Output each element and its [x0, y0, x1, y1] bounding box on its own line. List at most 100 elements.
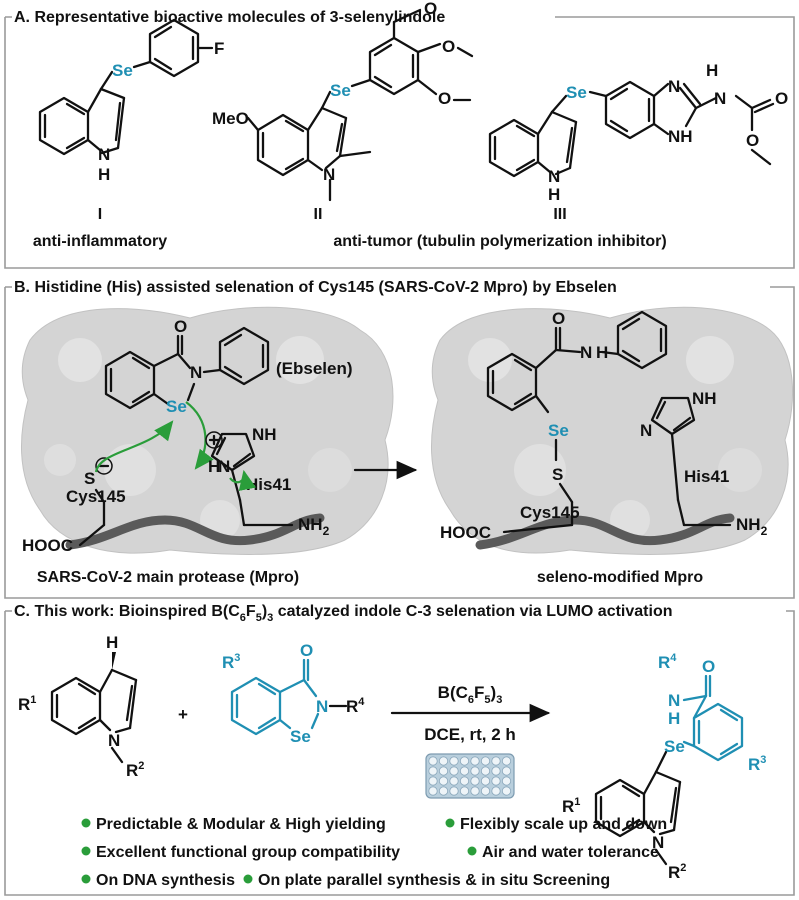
product-structure: Se O N H R4 R3 N R1 R2 — [562, 652, 766, 882]
plate-well — [491, 756, 501, 766]
atom-n: N — [108, 731, 120, 750]
r1-label: R1 — [18, 694, 36, 714]
well-plate-icon — [425, 753, 515, 799]
atom-o: O — [174, 317, 187, 336]
plate-well — [480, 756, 491, 766]
plate-well — [449, 776, 459, 786]
plate-well — [480, 766, 491, 776]
atom-n: N — [668, 691, 680, 710]
bullet-item: On DNA synthesis — [96, 872, 235, 889]
atom-o: O — [442, 37, 455, 56]
bullet-dot — [81, 846, 91, 856]
compound-iii-structure: Se N NH H N O O N H — [488, 61, 788, 204]
atom-n: N — [323, 165, 335, 184]
plate-well — [449, 766, 459, 776]
r2-label: R2 — [126, 760, 144, 780]
bullet-dot — [243, 874, 253, 884]
indole-substrate: H N R1 R2 — [18, 633, 144, 780]
atom-nh: NH — [692, 389, 717, 408]
plate-well — [491, 776, 501, 786]
r4-label: R4 — [658, 652, 677, 672]
atom-n: N — [668, 77, 680, 96]
hooc-label: HOOC — [22, 536, 73, 555]
plate-well — [428, 766, 438, 776]
plus-sign: + — [178, 705, 188, 724]
atom-h: H — [106, 633, 118, 652]
compound-ii-iii-activity: anti-tumor (tubulin polymerization inhib… — [333, 233, 666, 250]
bullet-dot — [81, 818, 91, 828]
bullet-item: Excellent functional group compatibility — [96, 844, 400, 861]
plate-well — [491, 766, 501, 776]
ebselen-structure-left: O N Se (Ebselen) S Cys145 H N NH — [22, 317, 353, 555]
atom-n: N — [580, 343, 592, 362]
atom-se: Se — [566, 83, 587, 102]
hooc-label: HOOC — [440, 523, 491, 542]
plate-well — [491, 786, 501, 796]
atom-n: N — [218, 457, 230, 476]
atom-f: F — [214, 39, 224, 58]
plate-well — [501, 766, 512, 776]
nh2-label: NH2 — [298, 515, 330, 538]
atom-o: O — [775, 89, 788, 108]
plate-well — [459, 766, 470, 776]
atom-h: H — [668, 709, 680, 728]
r3-label: R3 — [222, 652, 240, 672]
plate-well — [438, 786, 449, 796]
plate-well — [501, 776, 512, 786]
atom-n: N — [316, 697, 328, 716]
compound-i-label: I — [98, 206, 102, 223]
atom-se: Se — [548, 421, 569, 440]
section-a-panel: A. Representative bioactive molecules of… — [4, 0, 795, 269]
atom-se: Se — [112, 61, 133, 80]
atom-nh: H — [208, 457, 220, 476]
right-caption: seleno-modified Mpro — [537, 569, 703, 586]
atom-s: S — [552, 465, 563, 484]
r2-label: R2 — [668, 862, 686, 882]
plate-well — [438, 756, 449, 766]
atom-o: O — [702, 657, 715, 676]
nh2-label: NH2 — [736, 515, 768, 538]
plate-well — [459, 776, 470, 786]
bullet-item: On plate parallel synthesis & in situ Sc… — [258, 872, 610, 889]
atom-h: H — [548, 185, 560, 204]
compound-i-activity: anti-inflammatory — [33, 233, 167, 250]
bullet-dot — [81, 874, 91, 884]
plate-well — [449, 786, 459, 796]
atom-meo: MeO — [212, 109, 249, 128]
bullet-item: Air and water tolerance — [482, 844, 659, 861]
r3-label: R3 — [748, 754, 766, 774]
plate-well — [428, 786, 438, 796]
compound-i-structure: Se F N H — [38, 18, 224, 184]
ebselen-label: (Ebselen) — [276, 359, 353, 378]
plate-well — [428, 756, 438, 766]
atom-se: Se — [664, 737, 685, 756]
atom-o: O — [300, 641, 313, 660]
his-label: His41 — [684, 467, 729, 486]
atom-o: O — [424, 0, 437, 18]
plate-well — [459, 756, 470, 766]
his-label: His41 — [246, 475, 291, 494]
plate-well — [459, 786, 470, 796]
atom-h: H — [706, 61, 718, 80]
section-c-panel: C. This work: Bioinspired B(C6F5)3 catal… — [4, 603, 795, 896]
atom-n: N — [548, 167, 560, 186]
atom-n: N — [98, 145, 110, 164]
atom-se: Se — [290, 727, 311, 746]
atom-nh: NH — [668, 127, 693, 146]
atom-n: N — [190, 363, 202, 382]
plate-well — [501, 786, 512, 796]
compound-iii-label: III — [553, 206, 566, 223]
plate-well — [470, 776, 480, 786]
atom-o: O — [438, 89, 451, 108]
r4-label: R4 — [346, 696, 365, 716]
plate-well — [480, 776, 491, 786]
compound-ii-label: II — [314, 206, 323, 223]
atom-se: Se — [330, 81, 351, 100]
cys-label: Cys145 — [66, 487, 126, 506]
atom-se: Se — [166, 397, 187, 416]
compound-ii-structure: MeO Se N O O O — [212, 0, 474, 202]
plate-well — [470, 756, 480, 766]
bullet-list: Predictable & Modular & High yielding Fl… — [81, 816, 667, 889]
conditions-label: DCE, rt, 2 h — [424, 725, 516, 744]
atom-nh: NH — [252, 425, 277, 444]
